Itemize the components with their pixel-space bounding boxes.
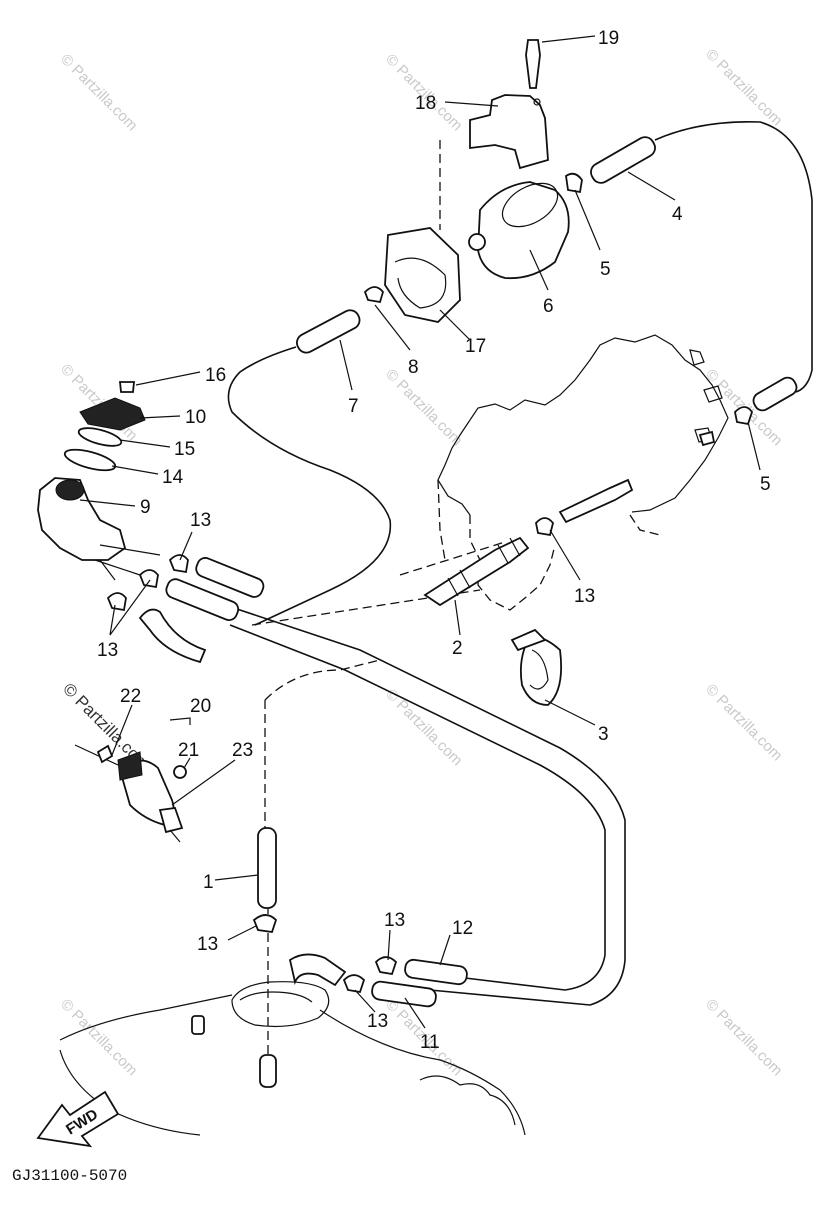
hose-clip-13 xyxy=(374,956,398,976)
callout-5: 5 xyxy=(600,259,611,280)
fuel-filter-assembly xyxy=(363,39,753,426)
callout-3: 3 xyxy=(598,724,609,745)
callout-4: 4 xyxy=(672,204,683,225)
watermark: © Partzilla.com xyxy=(702,681,785,764)
watermark: © Partzilla.com xyxy=(382,686,465,769)
callout-6: 6 xyxy=(543,296,554,317)
callout-19: 19 xyxy=(598,28,619,49)
watermark: © Partzilla.com xyxy=(702,996,785,1079)
watermark: © Partzilla.com xyxy=(382,366,465,449)
hose-clip-8 xyxy=(363,286,384,304)
vent-assembly xyxy=(74,744,187,843)
callout-23: 23 xyxy=(232,740,253,761)
callout-18: 18 xyxy=(415,93,436,114)
fuel-cock-assembly xyxy=(37,381,161,581)
hose-clip-13 xyxy=(138,569,159,589)
callout-5: 5 xyxy=(760,474,771,495)
hose-clip-13 xyxy=(535,517,554,537)
screw-23 xyxy=(158,807,184,834)
gasket-14 xyxy=(63,448,117,472)
hose-1 xyxy=(257,827,277,909)
callout-17: 17 xyxy=(465,336,486,357)
bolt-19 xyxy=(525,39,541,89)
hose-1-end xyxy=(259,1054,277,1088)
clamp-3 xyxy=(510,628,563,706)
bracket-18 xyxy=(469,94,549,170)
hose-clip-13 xyxy=(252,914,278,933)
fuel-filter-6 xyxy=(477,181,570,280)
nut-21 xyxy=(173,765,187,779)
callout-16: 16 xyxy=(205,365,226,386)
screw-22 xyxy=(96,744,114,764)
callout-13: 13 xyxy=(197,934,218,955)
callout-12: 12 xyxy=(452,918,473,939)
callout-13: 13 xyxy=(574,586,595,607)
callout-1: 1 xyxy=(203,872,214,893)
callout-8: 8 xyxy=(408,357,419,378)
callout-21: 21 xyxy=(178,740,199,761)
callout-14: 14 xyxy=(162,467,184,488)
hose-11 xyxy=(371,980,437,1008)
watermark: © Partzilla.com xyxy=(702,46,785,129)
hose-clips xyxy=(106,554,398,994)
joint-fitting xyxy=(558,478,634,524)
hose-clip-13 xyxy=(342,974,366,994)
hose-4-end xyxy=(752,376,798,412)
watermarks: © Partzilla.com © Partzilla.com © Partzi… xyxy=(57,46,785,1079)
callout-2: 2 xyxy=(452,638,463,659)
hose-clip-13 xyxy=(168,554,189,574)
callout-labels: 19 18 4 5 6 17 8 7 16 10 15 14 9 13 13 5… xyxy=(97,28,771,1053)
callout-13: 13 xyxy=(97,640,118,661)
callout-20: 20 xyxy=(190,696,211,717)
engine-block xyxy=(437,334,729,611)
callout-9: 9 xyxy=(140,497,151,518)
callout-13: 13 xyxy=(190,510,211,531)
callout-11: 11 xyxy=(420,1032,440,1053)
watermark: © Partzilla.com xyxy=(57,996,140,1079)
hose-4 xyxy=(590,136,656,184)
hose-12 xyxy=(404,958,468,986)
callout-13: 13 xyxy=(384,910,405,931)
leader-lines xyxy=(79,35,761,1029)
callout-22: 22 xyxy=(120,686,141,707)
callout-7: 7 xyxy=(348,396,359,417)
fwd-arrow-icon: FWD xyxy=(36,1090,120,1148)
callout-15: 15 xyxy=(174,439,195,460)
hose-clip-5-lower xyxy=(734,406,753,426)
hose-clip-5-upper xyxy=(565,172,583,194)
fuel-joint-assembly xyxy=(423,430,716,607)
joint-2 xyxy=(423,536,530,607)
curved-hose xyxy=(138,608,207,664)
callout-13: 13 xyxy=(367,1011,388,1032)
knob-10 xyxy=(79,397,146,431)
watermark: © Partzilla.com xyxy=(57,51,140,134)
hose-lower xyxy=(165,578,240,621)
fuel-cock-9 xyxy=(37,477,127,561)
hose-clip-13 xyxy=(106,592,127,612)
callout-10: 10 xyxy=(185,407,206,428)
hose-7 xyxy=(296,309,361,354)
diagram-code: GJ31100-5070 xyxy=(12,1167,127,1185)
screw-16 xyxy=(119,381,135,393)
tank-fitting xyxy=(288,953,347,987)
hoses xyxy=(138,121,813,1088)
hose-upper xyxy=(195,557,265,598)
plate-15 xyxy=(77,427,123,447)
